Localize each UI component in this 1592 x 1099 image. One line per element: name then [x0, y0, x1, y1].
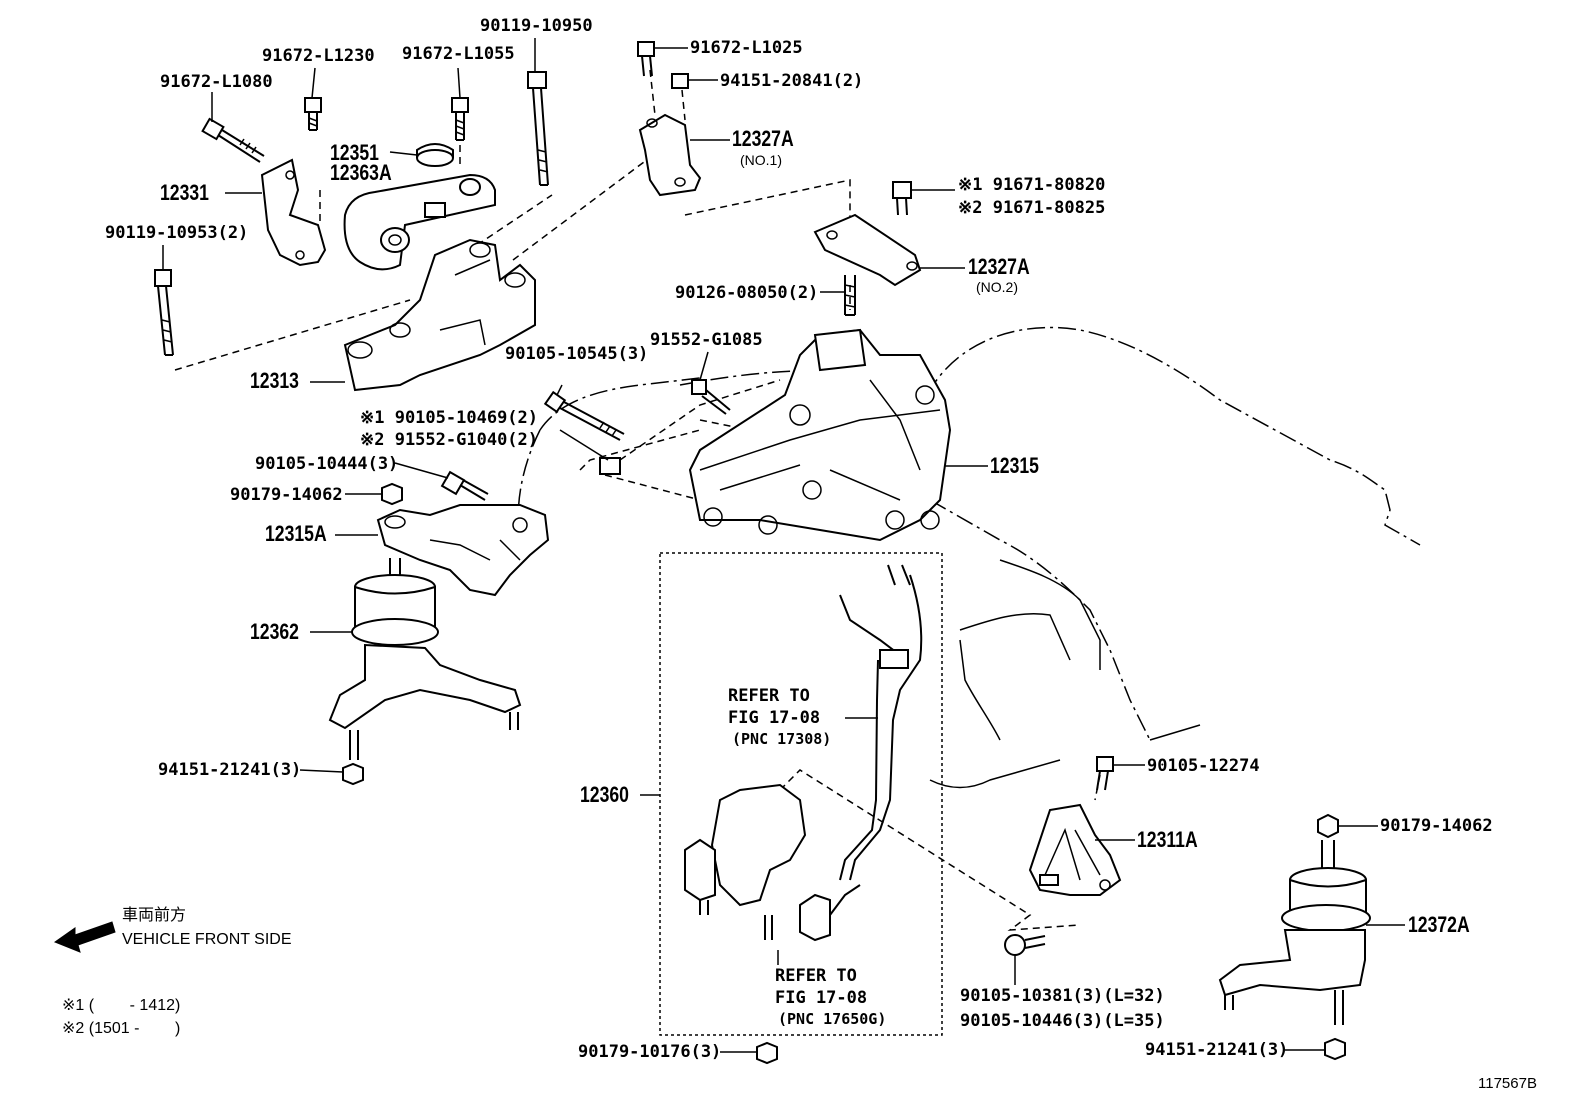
label-90119-10950: 90119-10950: [480, 16, 593, 36]
label-90126-08050: 90126-08050(2): [675, 283, 819, 303]
front-label-en: VEHICLE FRONT SIDE: [122, 931, 292, 948]
label-90105-10469: ※1 90105-10469(2): [360, 408, 539, 428]
label-91552-G1040: ※2 91552-G1040(2): [360, 430, 539, 450]
damper-12363A: [343, 173, 496, 271]
bolt-91672-L1230: [304, 97, 322, 131]
engine-outline: [539, 326, 1421, 546]
front-label-jp: 車両前方: [122, 907, 187, 924]
bolt-90105-10444: [440, 470, 489, 501]
label-12315A: 12315A: [265, 521, 327, 546]
label-12372A: 12372A: [1408, 912, 1470, 937]
label-91671-80820: ※1 91671-80820: [958, 175, 1106, 195]
note-2: ※2 (1501 - ): [62, 1020, 181, 1037]
assembly-12360-box: [659, 552, 943, 1036]
nut-90179-10176: [756, 1041, 778, 1065]
bracket-12311A: [1028, 803, 1122, 896]
label-90179-14062-left: 90179-14062: [230, 485, 343, 505]
refer1-line2: FIG 17-08: [728, 708, 821, 728]
bolt-90105-12274: [1096, 756, 1114, 791]
bolt-90105-10469: [599, 457, 621, 475]
bolt-91672-L1080: [201, 117, 265, 163]
label-90179-10176: 90179-10176(3): [578, 1042, 722, 1062]
label-91672-L1055: 91672-L1055: [402, 44, 515, 64]
label-12327A-no2-sub: (NO.2): [976, 279, 1018, 295]
cushion-12351: [416, 143, 454, 167]
label-90105-10446: 90105-10446(3)(L=35): [960, 1011, 1165, 1031]
label-90179-14062-right: 90179-14062: [1380, 816, 1493, 836]
note-1: ※1 ( - 1412): [62, 997, 181, 1014]
label-94151-21241-right: 94151-21241(3): [1145, 1040, 1289, 1060]
label-90119-10953: 90119-10953(2): [105, 223, 249, 243]
mount-12372A: [1218, 813, 1371, 1025]
label-12327A-no1: 12327A: [732, 126, 794, 151]
label-94151-20841: 94151-20841(2): [720, 71, 864, 91]
label-12315: 12315: [990, 453, 1039, 478]
label-12327A-no2: 12327A: [968, 254, 1030, 279]
valve-assembly-12360: [684, 564, 923, 942]
figure-id: 117567B: [1478, 1075, 1537, 1092]
bracket-12327A-no2: [813, 181, 922, 316]
bolt-90105-10381: [1004, 934, 1046, 956]
nut-94151-21241-right: [1324, 1037, 1346, 1061]
label-90105-10444: 90105-10444(3): [255, 454, 399, 474]
label-12360: 12360: [580, 782, 629, 807]
mount-12362: [328, 558, 522, 760]
label-12327A-no1-sub: (NO.1): [740, 152, 782, 168]
bolt-90119-10953: [154, 269, 174, 356]
front-arrow-icon: [53, 921, 116, 953]
label-12363A: 12363A: [330, 160, 392, 185]
label-12362: 12362: [250, 619, 299, 644]
bracket-12327A-no1: [637, 41, 702, 197]
label-leaders: [162, 38, 1405, 1053]
bracket-12315A: [376, 504, 550, 597]
refer2-line3: (PNC 17650G): [778, 1010, 887, 1028]
refer1-line3: (PNC 17308): [732, 730, 832, 748]
label-91672-L1080: 91672-L1080: [160, 72, 273, 92]
bolt-90105-10545: [543, 390, 625, 441]
label-91671-80825: ※2 91671-80825: [958, 198, 1106, 218]
nut-94151-21241-left: [342, 762, 364, 786]
label-90105-10381: 90105-10381(3)(L=32): [960, 986, 1165, 1006]
bracket-12315: [688, 328, 952, 542]
dashed-leaders: [174, 69, 1101, 931]
label-91552-G1085: 91552-G1085: [650, 330, 763, 350]
bolt-90119-10950: [527, 71, 549, 186]
label-12351: 12351: [330, 140, 379, 165]
refer1-line1: REFER TO: [728, 686, 810, 706]
label-12331: 12331: [160, 180, 209, 205]
bracket-12313: [343, 238, 536, 392]
label-90105-10545: 90105-10545(3): [505, 344, 649, 364]
label-91672-L1230: 91672-L1230: [262, 46, 375, 66]
label-90105-12274: 90105-12274: [1147, 756, 1260, 776]
refer2-line1: REFER TO: [775, 966, 857, 986]
label-12311A: 12311A: [1137, 827, 1198, 852]
label-94151-21241-left: 94151-21241(3): [158, 760, 302, 780]
nut-90179-14062-left: [381, 482, 403, 506]
bolt-91672-L1055: [451, 97, 469, 141]
label-91672-L1025: 91672-L1025: [690, 38, 803, 58]
bracket-12331: [260, 158, 327, 267]
transmission-outline: [929, 559, 1201, 789]
label-12313: 12313: [250, 368, 299, 393]
refer2-line2: FIG 17-08: [775, 988, 868, 1008]
